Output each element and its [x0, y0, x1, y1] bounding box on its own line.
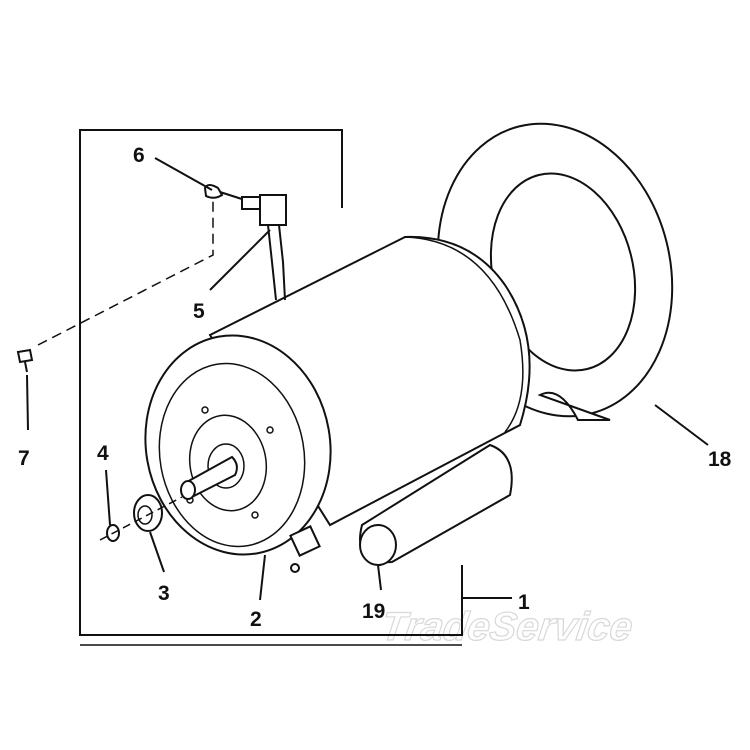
capacitor-end [359, 524, 397, 566]
screw-shank [24, 361, 28, 373]
callout-2: 2 [250, 608, 262, 631]
leader-19 [377, 564, 382, 591]
leader-5 [209, 229, 271, 291]
callout-1: 1 [518, 591, 530, 614]
motor-shaft [180, 455, 238, 500]
motor [144, 235, 531, 573]
leader-3 [149, 531, 165, 573]
leader-6 [154, 157, 213, 191]
motor-endbell-rim [158, 362, 306, 548]
harness-lead-a [267, 224, 277, 301]
wire-harness [154, 157, 287, 301]
leader-2 [259, 554, 266, 601]
motor-endbell [144, 334, 332, 556]
leader-7 [26, 374, 29, 431]
callout-4: 4 [97, 442, 109, 465]
watermark-text: TradeService [379, 604, 636, 649]
pulley-hub [137, 505, 153, 525]
wire-connector-b [259, 194, 287, 226]
assembly-bracket [79, 129, 512, 646]
bolt-hole-b [201, 406, 209, 414]
callout-5: 5 [193, 300, 205, 323]
motor-bearing-plate [188, 414, 268, 512]
watermark: TradeService [378, 604, 636, 650]
screw-head [16, 348, 34, 364]
motor-terminal [289, 525, 321, 557]
leader-4 [105, 469, 111, 526]
wire-connector-a [241, 196, 261, 210]
bolt-hole-d [251, 511, 259, 519]
callout-6: 6 [133, 144, 145, 167]
clip [99, 469, 183, 542]
axis-dashes [99, 496, 183, 541]
callouts: 6 5 7 4 3 2 19 1 18 [18, 144, 732, 631]
callout-3: 3 [158, 582, 170, 605]
shaft-tip [180, 480, 196, 500]
capacitor [359, 443, 513, 591]
callout-7: 7 [18, 447, 30, 470]
bracket-outline [79, 129, 463, 636]
motor-screw [290, 563, 300, 573]
screw [16, 195, 214, 431]
bolt-hole-c [266, 426, 274, 434]
motor-bearing [207, 443, 245, 489]
screw-dash-path [37, 195, 214, 346]
callout-18: 18 [708, 448, 732, 471]
harness-lead-b [278, 224, 286, 301]
callout-19: 19 [362, 600, 385, 623]
shaft-body [183, 455, 238, 500]
terminal-wire [219, 191, 246, 201]
leader-18 [654, 404, 709, 446]
ring-notch [537, 391, 611, 421]
motor-band [404, 236, 524, 433]
pulley [133, 494, 165, 573]
